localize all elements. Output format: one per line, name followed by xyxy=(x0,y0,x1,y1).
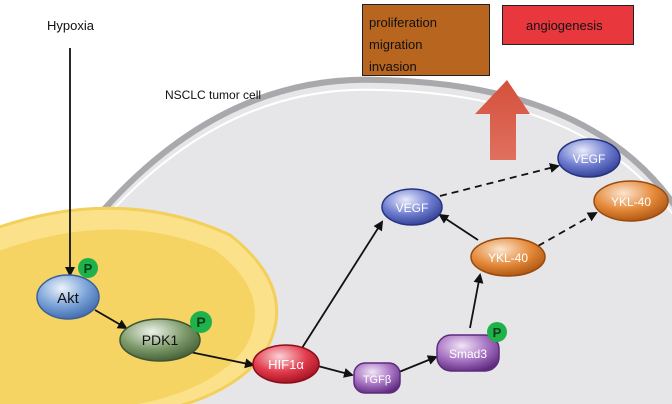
proliferation-box: proliferation migration invasion xyxy=(362,4,490,76)
node-smad3: Smad3 xyxy=(436,334,500,372)
effect-angiogenesis: angiogenesis xyxy=(526,18,603,33)
effect-migration: migration xyxy=(369,37,423,52)
cell-label: NSCLC tumor cell xyxy=(165,88,262,102)
node-ykl40-inner-label: YKL-40 xyxy=(488,251,528,265)
effect-proliferation: proliferation xyxy=(369,15,437,30)
edge-akt-pdk1 xyxy=(94,309,128,330)
node-hif1a: HIF1α xyxy=(252,344,320,384)
phospho-pdk1-label: P xyxy=(196,314,205,330)
upregulation-arrow xyxy=(475,80,530,160)
node-hif1a-label: HIF1α xyxy=(268,357,304,372)
edge-ykl40-vegf xyxy=(438,213,479,241)
phospho-smad3: P xyxy=(487,322,507,342)
hypoxia-label: Hypoxia xyxy=(47,18,94,33)
node-pdk1: PDK1 xyxy=(119,318,201,362)
phospho-akt: P xyxy=(78,258,98,278)
node-vegf-inner: VEGF xyxy=(381,188,443,226)
node-vegf-outer: VEGF xyxy=(557,138,621,178)
node-smad3-label: Smad3 xyxy=(449,347,487,361)
angiogenesis-box: angiogenesis xyxy=(502,5,634,45)
node-akt: Akt xyxy=(36,274,100,320)
edge-vegf-vegf-out xyxy=(439,163,560,197)
node-vegf-inner-label: VEGF xyxy=(396,201,429,215)
node-ykl40-outer: YKL-40 xyxy=(593,180,669,222)
phospho-akt-label: P xyxy=(84,261,93,276)
phospho-pdk1: P xyxy=(190,311,212,333)
edge-smad3-ykl40 xyxy=(469,273,484,329)
node-akt-label: Akt xyxy=(57,290,80,307)
node-tgfb: TGFβ xyxy=(353,362,401,394)
node-tgfb-label: TGFβ xyxy=(363,374,391,386)
effect-invasion: invasion xyxy=(369,59,417,74)
edge-hif1a-vegf xyxy=(301,220,384,349)
node-vegf-outer-label: VEGF xyxy=(573,152,606,166)
edge-pdk1-hif1a xyxy=(189,351,255,369)
pathway-edges xyxy=(65,48,598,378)
node-pdk1-label: PDK1 xyxy=(142,332,179,348)
edge-hif1a-tgfb xyxy=(313,364,354,378)
edge-tgfb-smad3 xyxy=(398,355,438,373)
node-ykl40-inner: YKL-40 xyxy=(470,237,546,277)
node-ykl40-outer-label: YKL-40 xyxy=(611,195,651,209)
phospho-smad3-label: P xyxy=(493,325,502,340)
